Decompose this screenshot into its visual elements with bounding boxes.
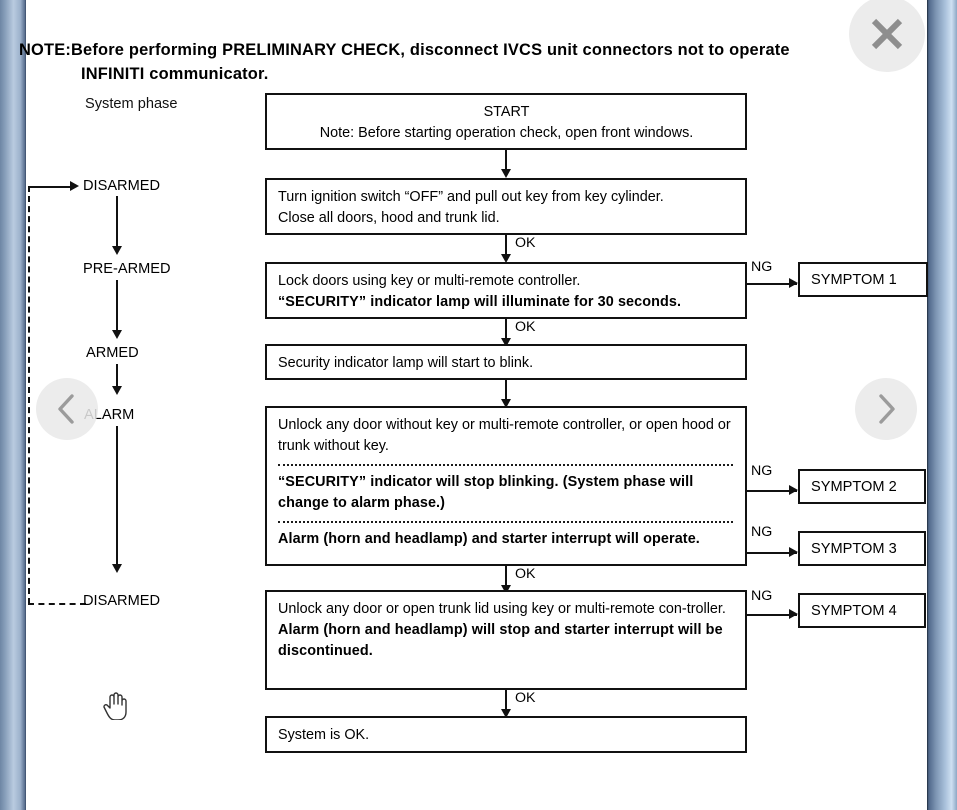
ng-branch-1-arrow [789, 278, 798, 288]
flow-box-unlock-without-key-section-1: “SECURITY” indicator will stop blinking.… [278, 474, 694, 511]
phase-loop-bottom [28, 603, 86, 605]
hand-pointer-icon [103, 692, 127, 721]
connector-3 [505, 319, 507, 340]
document-page: NOTE:Before performing PRELIMINARY CHECK… [19, 0, 928, 810]
edge-label-ok-1: OK [515, 235, 536, 251]
flow-box-lock-doors: Lock doors using key or multi-remote con… [265, 262, 747, 319]
phase-connector-4 [116, 426, 118, 566]
ng-branch-4-arrow [789, 609, 798, 619]
flow-box-ignition-off: Turn ignition switch “OFF” and pull out … [265, 178, 747, 235]
phase-loop-arrowhead [70, 181, 79, 191]
note-line-2: INFINITI communicator. [81, 65, 269, 83]
flow-box-lock-doors-line-1: Lock doors using key or multi-remote con… [278, 273, 581, 289]
symptom-box-1[interactable]: SYMPTOM 1 [798, 262, 928, 297]
symptom-box-3[interactable]: SYMPTOM 3 [798, 531, 926, 566]
flow-box-start: START Note: Before starting operation ch… [265, 93, 747, 150]
flow-box-indicator-blink: Security indicator lamp will start to bl… [265, 344, 747, 380]
phase-arrow-4 [112, 564, 122, 573]
connector-1 [505, 150, 507, 171]
connector-2 [505, 235, 507, 256]
connector-6-arrow [501, 709, 511, 718]
connector-4 [505, 380, 507, 402]
connector-6 [505, 690, 507, 711]
left-edge-strip [0, 0, 26, 810]
note-block: NOTE:Before performing PRELIMINARY CHECK… [19, 38, 931, 86]
phase-armed: ARMED [86, 345, 139, 361]
flow-box-unlock-without-key-section-2: Alarm (horn and headlamp) and starter in… [278, 531, 700, 547]
edge-label-ok-3: OK [515, 566, 536, 582]
flow-box-start-title: START [483, 104, 530, 120]
ng-branch-2-line [747, 490, 797, 492]
phase-arrow-3 [112, 386, 122, 395]
chevron-right-icon [879, 394, 895, 424]
close-icon [871, 18, 903, 50]
flow-box-system-ok: System is OK. [265, 716, 747, 753]
connector-5-arrow [501, 585, 511, 594]
ng-branch-2-arrow [789, 485, 798, 495]
chevron-left-icon [58, 394, 74, 424]
phase-disarmed-top: DISARMED [83, 178, 161, 194]
note-line-1: Before performing PRELIMINARY CHECK, dis… [71, 41, 790, 59]
next-image-button[interactable] [855, 378, 917, 440]
phase-connector-2 [116, 280, 118, 332]
flow-box-indicator-blink-line-1: Security indicator lamp will start to bl… [278, 355, 534, 371]
connector-1-arrow [501, 169, 511, 178]
symptom-box-4[interactable]: SYMPTOM 4 [798, 593, 926, 628]
edge-label-ng-4: NG [751, 588, 773, 604]
dotted-separator-1 [278, 464, 733, 466]
flow-box-unlock-with-key: Unlock any door or open trunk lid using … [265, 590, 747, 690]
edge-label-ng-1: NG [751, 259, 773, 275]
phase-arrow-1 [112, 246, 122, 255]
flow-box-start-line-1: Note: Before starting operation check, o… [319, 125, 694, 141]
phase-loop-vertical [28, 186, 30, 604]
ng-branch-3-arrow [789, 547, 798, 557]
close-button[interactable] [849, 0, 925, 72]
flow-box-ignition-off-line-1: Turn ignition switch “OFF” and pull out … [278, 189, 664, 205]
flow-box-unlock-without-key-line-1: Unlock any door without key or multi-rem… [278, 417, 731, 454]
symptom-box-2[interactable]: SYMPTOM 2 [798, 469, 926, 504]
flow-box-unlock-with-key-bold-1: Alarm (horn and headlamp) will stop and … [278, 622, 723, 659]
connector-3-arrow [501, 338, 511, 347]
connector-2-arrow [501, 254, 511, 263]
system-phase-title: System phase [85, 96, 178, 112]
note-label: NOTE: [19, 41, 71, 59]
dotted-separator-2 [278, 521, 733, 523]
edge-label-ok-2: OK [515, 319, 536, 335]
flow-box-unlock-with-key-line-1: Unlock any door or open trunk lid using … [278, 601, 726, 617]
phase-pre-armed: PRE-ARMED [83, 261, 171, 277]
edge-label-ok-4: OK [515, 690, 536, 706]
connector-4-arrow [501, 399, 511, 408]
connector-5 [505, 566, 507, 587]
ng-branch-4-line [747, 614, 797, 616]
previous-image-button[interactable] [36, 378, 98, 440]
flow-box-ignition-off-line-2: Close all doors, hood and trunk lid. [278, 210, 500, 226]
edge-label-ng-3: NG [751, 524, 773, 540]
ng-branch-3-line [747, 552, 797, 554]
phase-loop-top [28, 186, 72, 188]
flow-box-unlock-without-key: Unlock any door without key or multi-rem… [265, 406, 747, 566]
mouse-cursor-pointer [103, 690, 129, 721]
flow-box-lock-doors-bold-1: “SECURITY” indicator lamp will illuminat… [278, 294, 682, 310]
phase-arrow-2 [112, 330, 122, 339]
right-scrollbar-strip[interactable] [927, 0, 957, 810]
phase-connector-3 [116, 364, 118, 388]
phase-disarmed-bottom: DISARMED [83, 593, 161, 609]
edge-label-ng-2: NG [751, 463, 773, 479]
ng-branch-1-line [747, 283, 797, 285]
flow-box-system-ok-line-1: System is OK. [278, 727, 370, 743]
phase-connector-1 [116, 196, 118, 248]
